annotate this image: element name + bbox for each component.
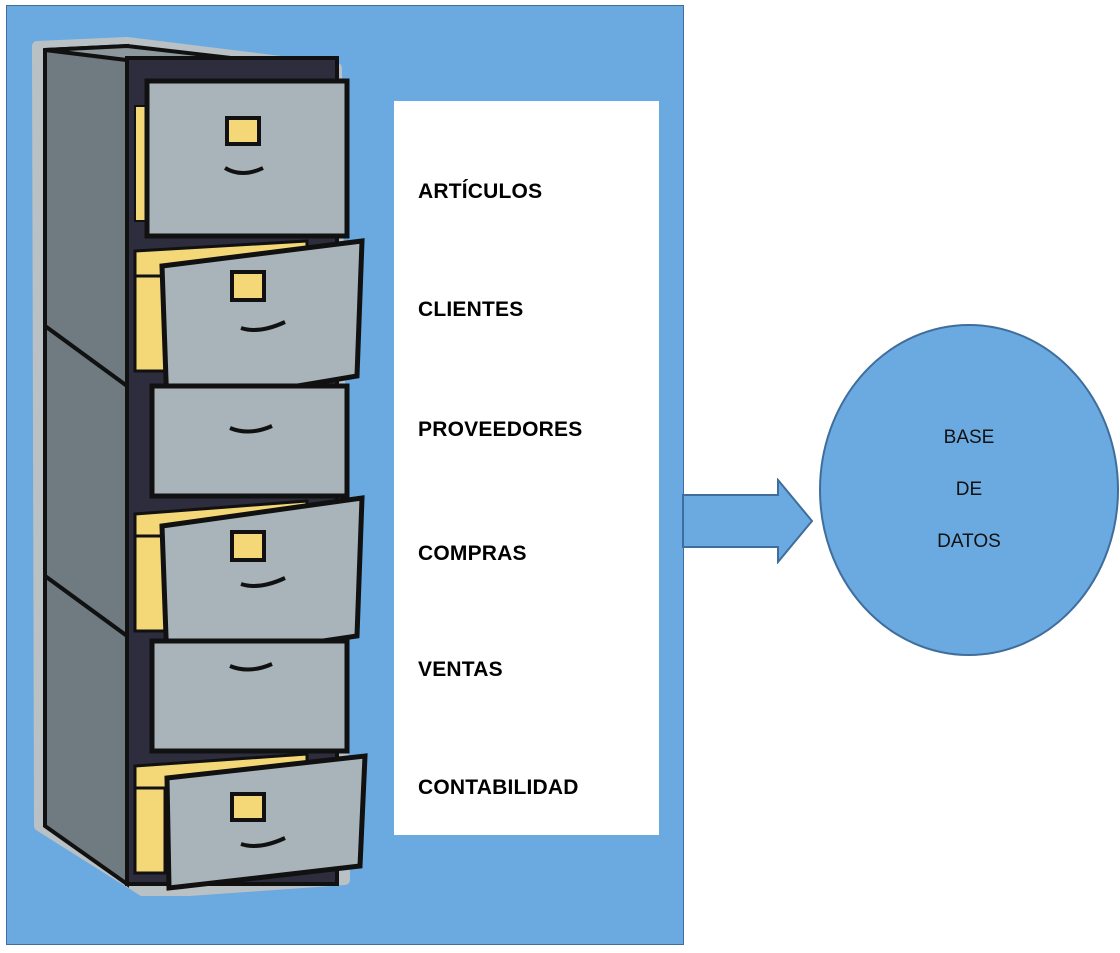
right-arrow-icon <box>682 478 814 564</box>
filing-cabinet-panel: ARTÍCULOS CLIENTES PROVEEDORES COMPRAS V… <box>6 5 684 945</box>
category-label-clientes: CLIENTES <box>418 298 524 321</box>
category-label-ventas: VENTAS <box>418 658 503 681</box>
category-list-card: ARTÍCULOS CLIENTES PROVEEDORES COMPRAS V… <box>394 101 659 835</box>
filing-cabinet-icon <box>32 37 368 896</box>
category-label-contabilidad: CONTABILIDAD <box>418 776 579 799</box>
category-label-articulos: ARTÍCULOS <box>418 180 543 203</box>
category-label-compras: COMPRAS <box>418 542 527 565</box>
category-label-proveedores: PROVEEDORES <box>418 418 583 441</box>
database-circle <box>819 324 1119 656</box>
